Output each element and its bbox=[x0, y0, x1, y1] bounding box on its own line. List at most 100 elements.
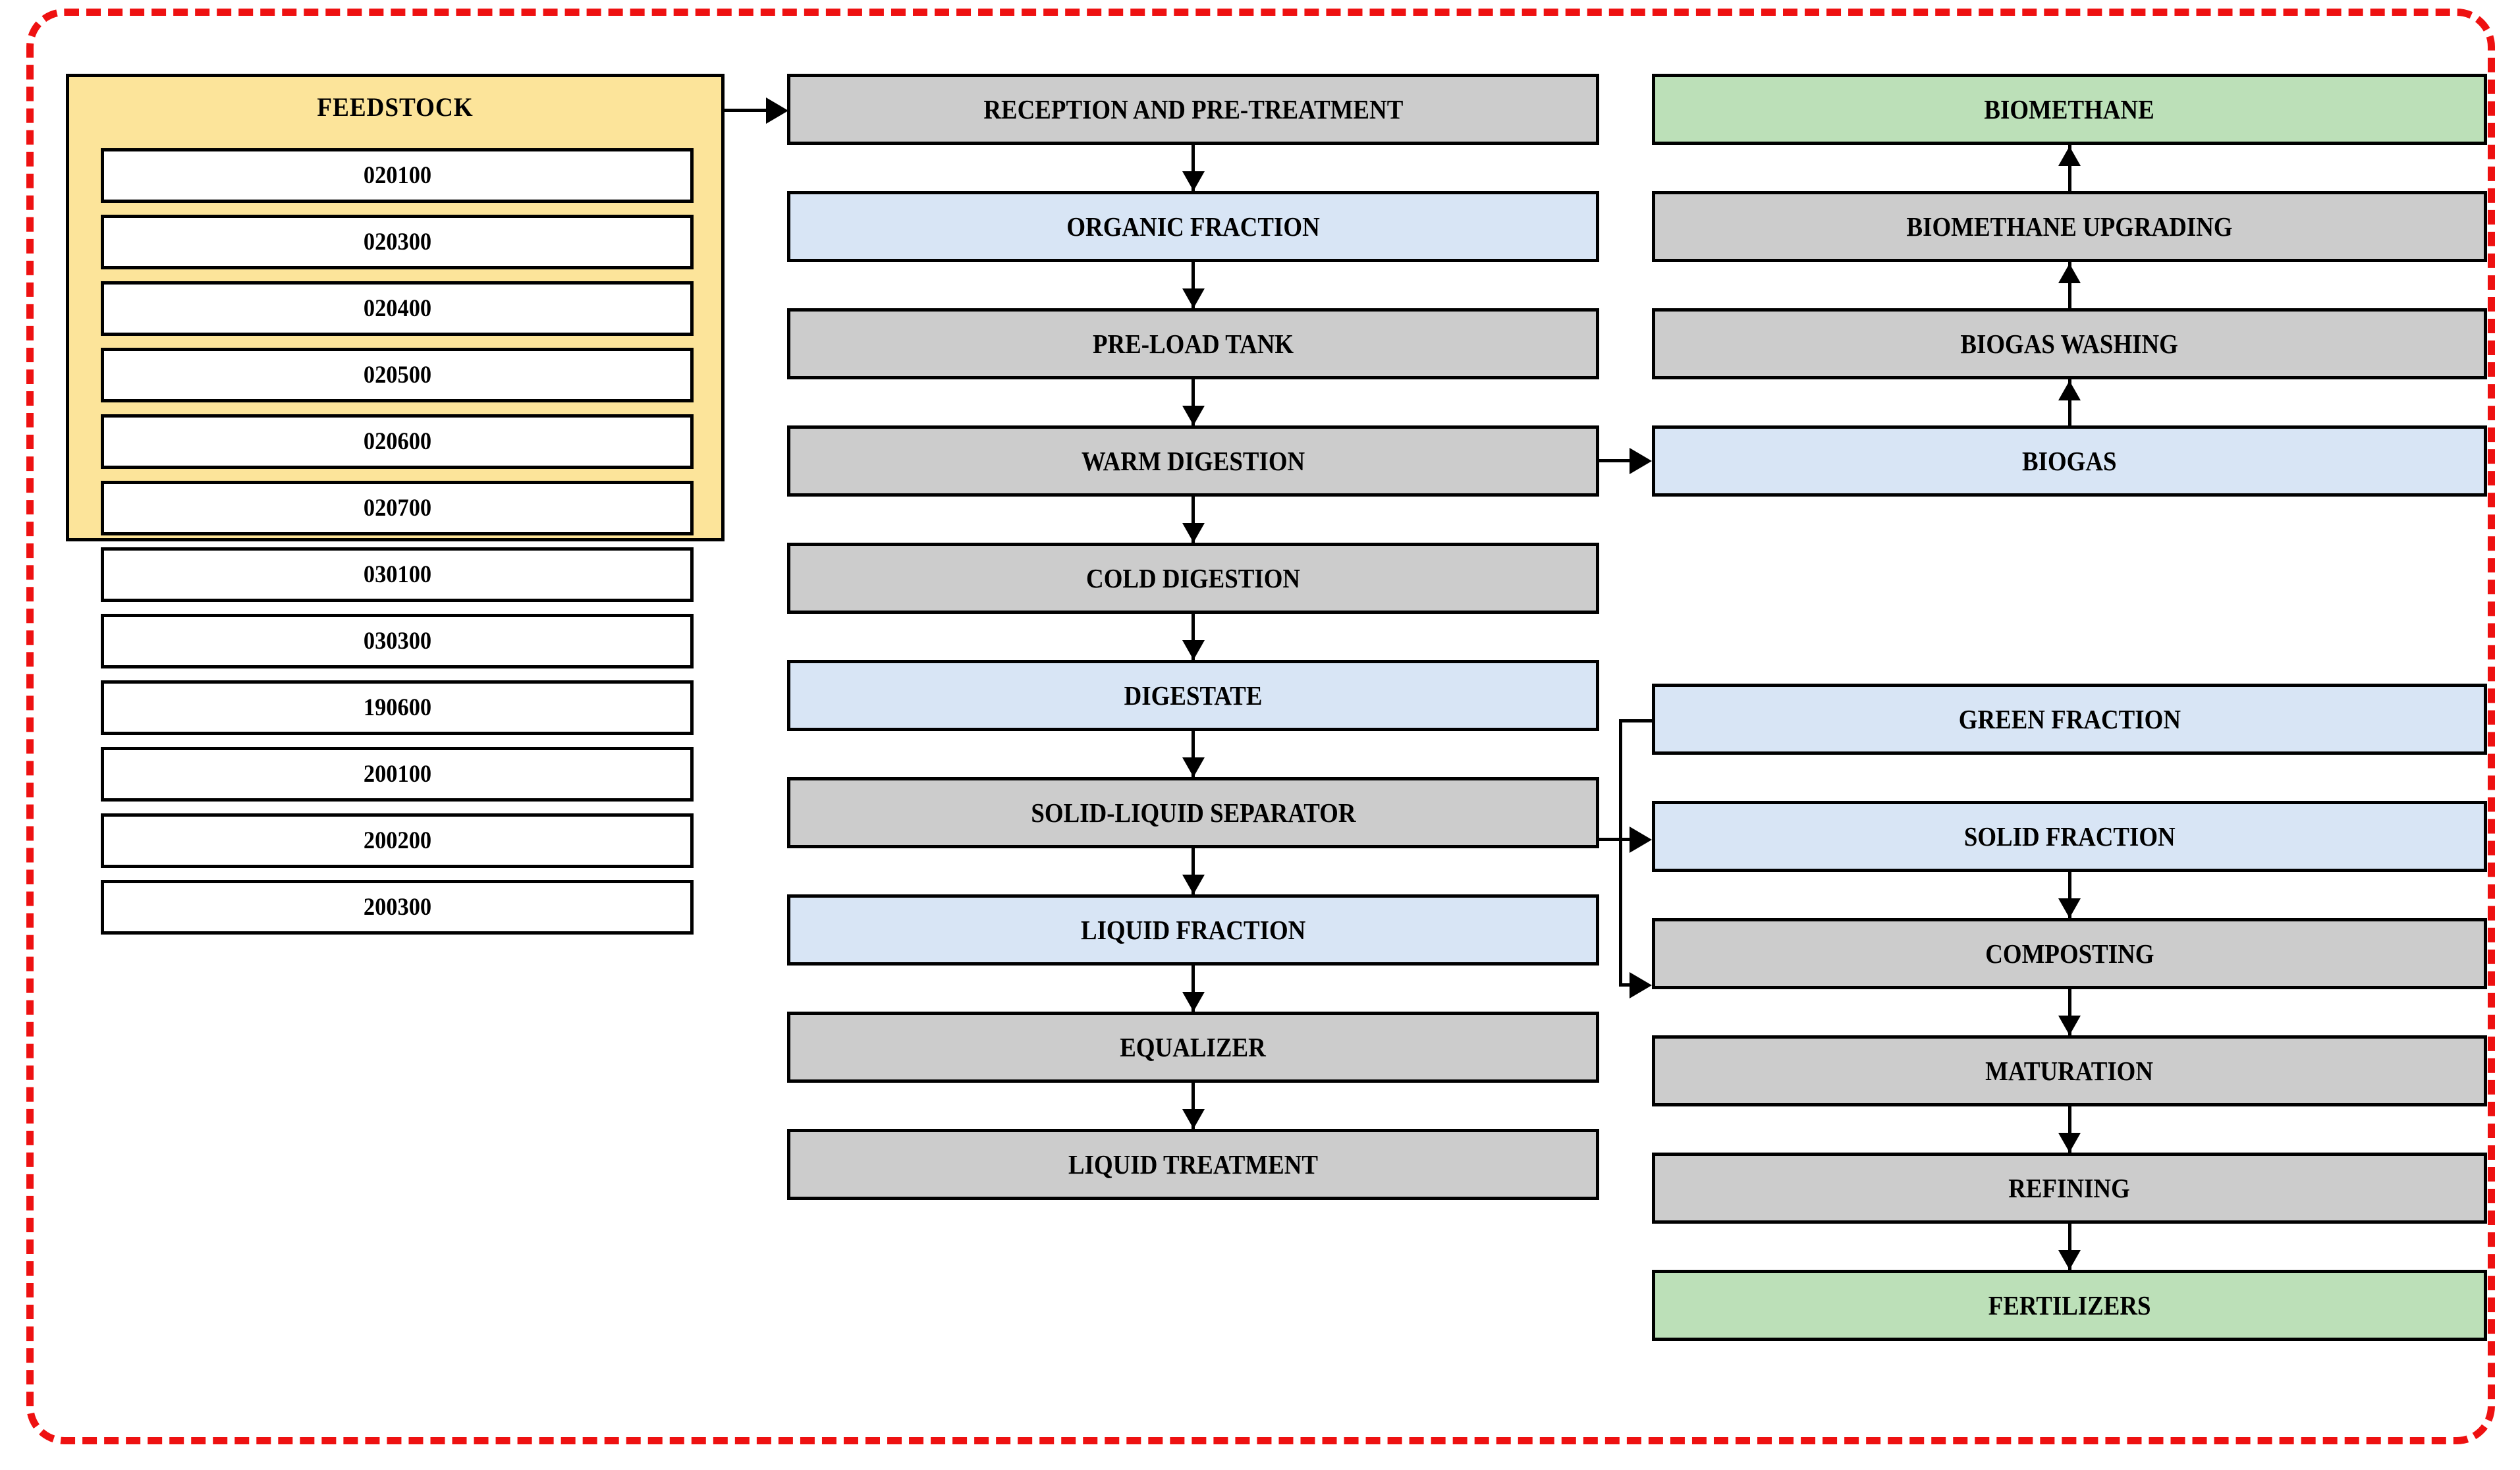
connector-feedstock-to-reception bbox=[723, 109, 769, 112]
feedstock-code-item[interactable]: 200200 bbox=[101, 813, 694, 868]
arrowhead-maturation bbox=[2058, 1016, 2081, 1035]
feedstock-code-item[interactable]: 030300 bbox=[101, 614, 694, 668]
feedstock-code-list: 020100 020300 020400 020500 020600 020700 0301… bbox=[101, 148, 694, 946]
feedstock-code-item[interactable]: 020300 bbox=[101, 215, 694, 269]
connector-biogas-washing-to-biogas bbox=[2068, 379, 2071, 425]
connector-solids-vertical-bus bbox=[1619, 719, 1622, 987]
node-biomethane-upgrading[interactable]: BIOMETHANE UPGRADING bbox=[1652, 191, 2487, 262]
feedstock-code-label: 030100 bbox=[363, 561, 431, 588]
node-cold-digestion[interactable]: COLD DIGESTION bbox=[787, 543, 1599, 614]
node-organic-fraction[interactable]: ORGANIC FRACTION bbox=[787, 191, 1599, 262]
connector-solid-liquid-separator-to-liquid-fraction bbox=[1192, 848, 1195, 894]
feedstock-code-item[interactable]: 190600 bbox=[101, 680, 694, 735]
node-label: RECEPTION AND PRE-TREATMENT bbox=[983, 94, 1403, 124]
feedstock-code-item[interactable]: 030100 bbox=[101, 547, 694, 602]
arrowhead-liquid-fraction bbox=[1182, 875, 1205, 894]
arrowhead-solid-liquid-separator bbox=[1182, 757, 1205, 777]
connector-reception-and-pre-treatment-to-organic-fraction bbox=[1192, 145, 1195, 191]
node-label: ORGANIC FRACTION bbox=[1066, 211, 1320, 242]
feedstock-code-item[interactable]: 200100 bbox=[101, 747, 694, 802]
node-reception-and-pre-treatment[interactable]: RECEPTION AND PRE-TREATMENT bbox=[787, 74, 1599, 145]
arrowhead-biomethane-upgrading bbox=[2058, 263, 2081, 283]
connector-cold-digestion-to-digestate bbox=[1192, 614, 1195, 660]
feedstock-code-label: 200300 bbox=[363, 894, 431, 921]
connector-pre-load-tank-to-warm-digestion bbox=[1192, 379, 1195, 425]
connector-warm-digestion-to-cold-digestion bbox=[1192, 497, 1195, 543]
feedstock-code-label: 020300 bbox=[363, 229, 431, 256]
feedstock-code-label: 020100 bbox=[363, 162, 431, 189]
node-label: BIOMETHANE UPGRADING bbox=[1906, 211, 2233, 242]
connector-refining-to-fertilizers bbox=[2068, 1224, 2071, 1270]
arrowhead-equalizer bbox=[1182, 992, 1205, 1012]
node-label: LIQUID FRACTION bbox=[1080, 914, 1306, 945]
feedstock-code-label: 020700 bbox=[363, 495, 431, 522]
feedstock-code-label: 020400 bbox=[363, 295, 431, 322]
arrowhead-composting bbox=[2058, 898, 2081, 918]
node-biomethane[interactable]: BIOMETHANE bbox=[1652, 74, 2487, 145]
arrowhead-cold-digestion bbox=[1182, 523, 1205, 543]
feedstock-code-item[interactable]: 020600 bbox=[101, 414, 694, 469]
node-label: DIGESTATE bbox=[1124, 680, 1263, 711]
connector-bus-to-green-fraction bbox=[1619, 719, 1655, 722]
node-biogas-washing[interactable]: BIOGAS WASHING bbox=[1652, 308, 2487, 379]
node-label: REFINING bbox=[2008, 1172, 2131, 1203]
arrowhead-pre-load-tank bbox=[1182, 288, 1205, 308]
arrowhead-warm-digestion-to-biogas bbox=[1630, 448, 1652, 474]
connector-bus-to-composting bbox=[1619, 983, 1635, 987]
connector-composting-to-maturation bbox=[2068, 989, 2071, 1035]
feedstock-code-label: 200100 bbox=[363, 761, 431, 788]
arrowhead-biogas-washing bbox=[2058, 381, 2081, 400]
node-fertilizers[interactable]: FERTILIZERS bbox=[1652, 1270, 2487, 1341]
feedstock-code-item[interactable]: 020100 bbox=[101, 148, 694, 203]
arrowhead-organic-fraction bbox=[1182, 171, 1205, 191]
node-label: BIOGAS WASHING bbox=[1960, 328, 2179, 359]
node-refining[interactable]: REFINING bbox=[1652, 1153, 2487, 1224]
node-equalizer[interactable]: EQUALIZER bbox=[787, 1012, 1599, 1083]
connector-biomethane-to-biomethane-upgrading bbox=[2068, 145, 2071, 191]
node-digestate[interactable]: DIGESTATE bbox=[787, 660, 1599, 731]
node-label: LIQUID TREATMENT bbox=[1068, 1149, 1318, 1180]
node-label: BIOGAS bbox=[2022, 445, 2117, 476]
node-label: COMPOSTING bbox=[1985, 938, 2154, 969]
connector-warm-digestion-to-biogas bbox=[1599, 459, 1632, 462]
arrowhead-separator-to-solid-fraction bbox=[1630, 827, 1652, 853]
arrowhead-feedstock-to-reception bbox=[766, 97, 788, 124]
node-biogas[interactable]: BIOGAS bbox=[1652, 425, 2487, 497]
node-pre-load-tank[interactable]: PRE-LOAD TANK bbox=[787, 308, 1599, 379]
feedstock-code-label: 020500 bbox=[363, 362, 431, 389]
node-label: SOLID-LIQUID SEPARATOR bbox=[1030, 797, 1356, 828]
connector-separator-to-solid-fraction bbox=[1599, 838, 1632, 841]
feedstock-code-label: 030300 bbox=[363, 628, 431, 655]
arrowhead-bus-to-composting bbox=[1630, 972, 1652, 998]
node-green-fraction[interactable]: GREEN FRACTION bbox=[1652, 684, 2487, 755]
node-label: SOLID FRACTION bbox=[1963, 821, 2176, 852]
node-label: GREEN FRACTION bbox=[1958, 703, 2181, 734]
feedstock-code-item[interactable]: 020500 bbox=[101, 348, 694, 402]
node-liquid-treatment[interactable]: LIQUID TREATMENT bbox=[787, 1129, 1599, 1200]
feedstock-code-label: 020600 bbox=[363, 428, 431, 455]
feedstock-code-label: 190600 bbox=[363, 694, 431, 721]
node-warm-digestion[interactable]: WARM DIGESTION bbox=[787, 425, 1599, 497]
connector-liquid-fraction-to-equalizer bbox=[1192, 966, 1195, 1012]
node-liquid-fraction[interactable]: LIQUID FRACTION bbox=[787, 894, 1599, 966]
feedstock-code-item[interactable]: 200300 bbox=[101, 880, 694, 935]
node-composting[interactable]: COMPOSTING bbox=[1652, 918, 2487, 989]
feedstock-code-item[interactable]: 020700 bbox=[101, 481, 694, 535]
connector-maturation-to-refining bbox=[2068, 1106, 2071, 1153]
connector-biomethane-upgrading-to-biogas-washing bbox=[2068, 262, 2071, 308]
node-maturation[interactable]: MATURATION bbox=[1652, 1035, 2487, 1106]
arrowhead-warm-digestion bbox=[1182, 406, 1205, 425]
arrowhead-liquid-treatment bbox=[1182, 1109, 1205, 1129]
node-label: COLD DIGESTION bbox=[1085, 562, 1301, 593]
node-label: BIOMETHANE bbox=[1984, 94, 2155, 124]
node-label: EQUALIZER bbox=[1120, 1031, 1267, 1062]
node-label: MATURATION bbox=[1985, 1055, 2154, 1086]
feedstock-code-item[interactable]: 020400 bbox=[101, 281, 694, 336]
arrowhead-biomethane bbox=[2058, 146, 2081, 166]
node-label: PRE-LOAD TANK bbox=[1092, 328, 1294, 359]
node-solid-liquid-separator[interactable]: SOLID-LIQUID SEPARATOR bbox=[787, 777, 1599, 848]
node-solid-fraction[interactable]: SOLID FRACTION bbox=[1652, 801, 2487, 872]
feedstock-code-label: 200200 bbox=[363, 827, 431, 854]
